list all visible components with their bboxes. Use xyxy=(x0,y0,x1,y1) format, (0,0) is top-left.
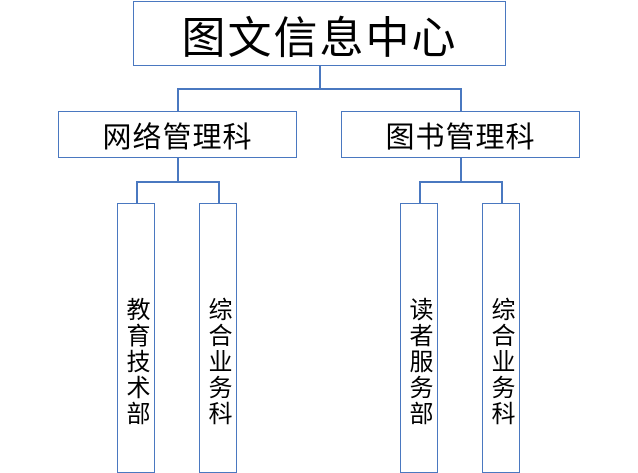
connector xyxy=(319,65,321,89)
connector xyxy=(177,88,179,112)
dept-node-network: 网络管理科 xyxy=(58,111,297,158)
leaf-node: 综合业务科 xyxy=(199,203,237,473)
connector xyxy=(501,181,503,204)
leaf-label: 综合业务科 xyxy=(204,297,232,427)
leaf-label: 读者服务部 xyxy=(405,297,433,427)
connector xyxy=(419,181,421,204)
connector xyxy=(177,157,179,181)
leaf-node: 读者服务部 xyxy=(400,203,438,473)
connector xyxy=(177,88,461,90)
connector xyxy=(460,157,462,181)
connector xyxy=(218,181,220,204)
root-label: 图文信息中心 xyxy=(181,12,458,64)
connector xyxy=(136,181,138,204)
dept-node-library: 图书管理科 xyxy=(341,111,580,158)
leaf-label: 综合业务科 xyxy=(487,297,515,427)
connector xyxy=(460,88,462,112)
dept-label: 网络管理科 xyxy=(102,119,253,154)
connector xyxy=(419,181,502,183)
dept-label: 图书管理科 xyxy=(385,119,536,154)
leaf-label: 教育技术部 xyxy=(122,297,150,427)
root-node: 图文信息中心 xyxy=(133,1,506,66)
leaf-node: 教育技术部 xyxy=(117,203,155,473)
leaf-node: 综合业务科 xyxy=(482,203,520,473)
connector xyxy=(136,181,219,183)
